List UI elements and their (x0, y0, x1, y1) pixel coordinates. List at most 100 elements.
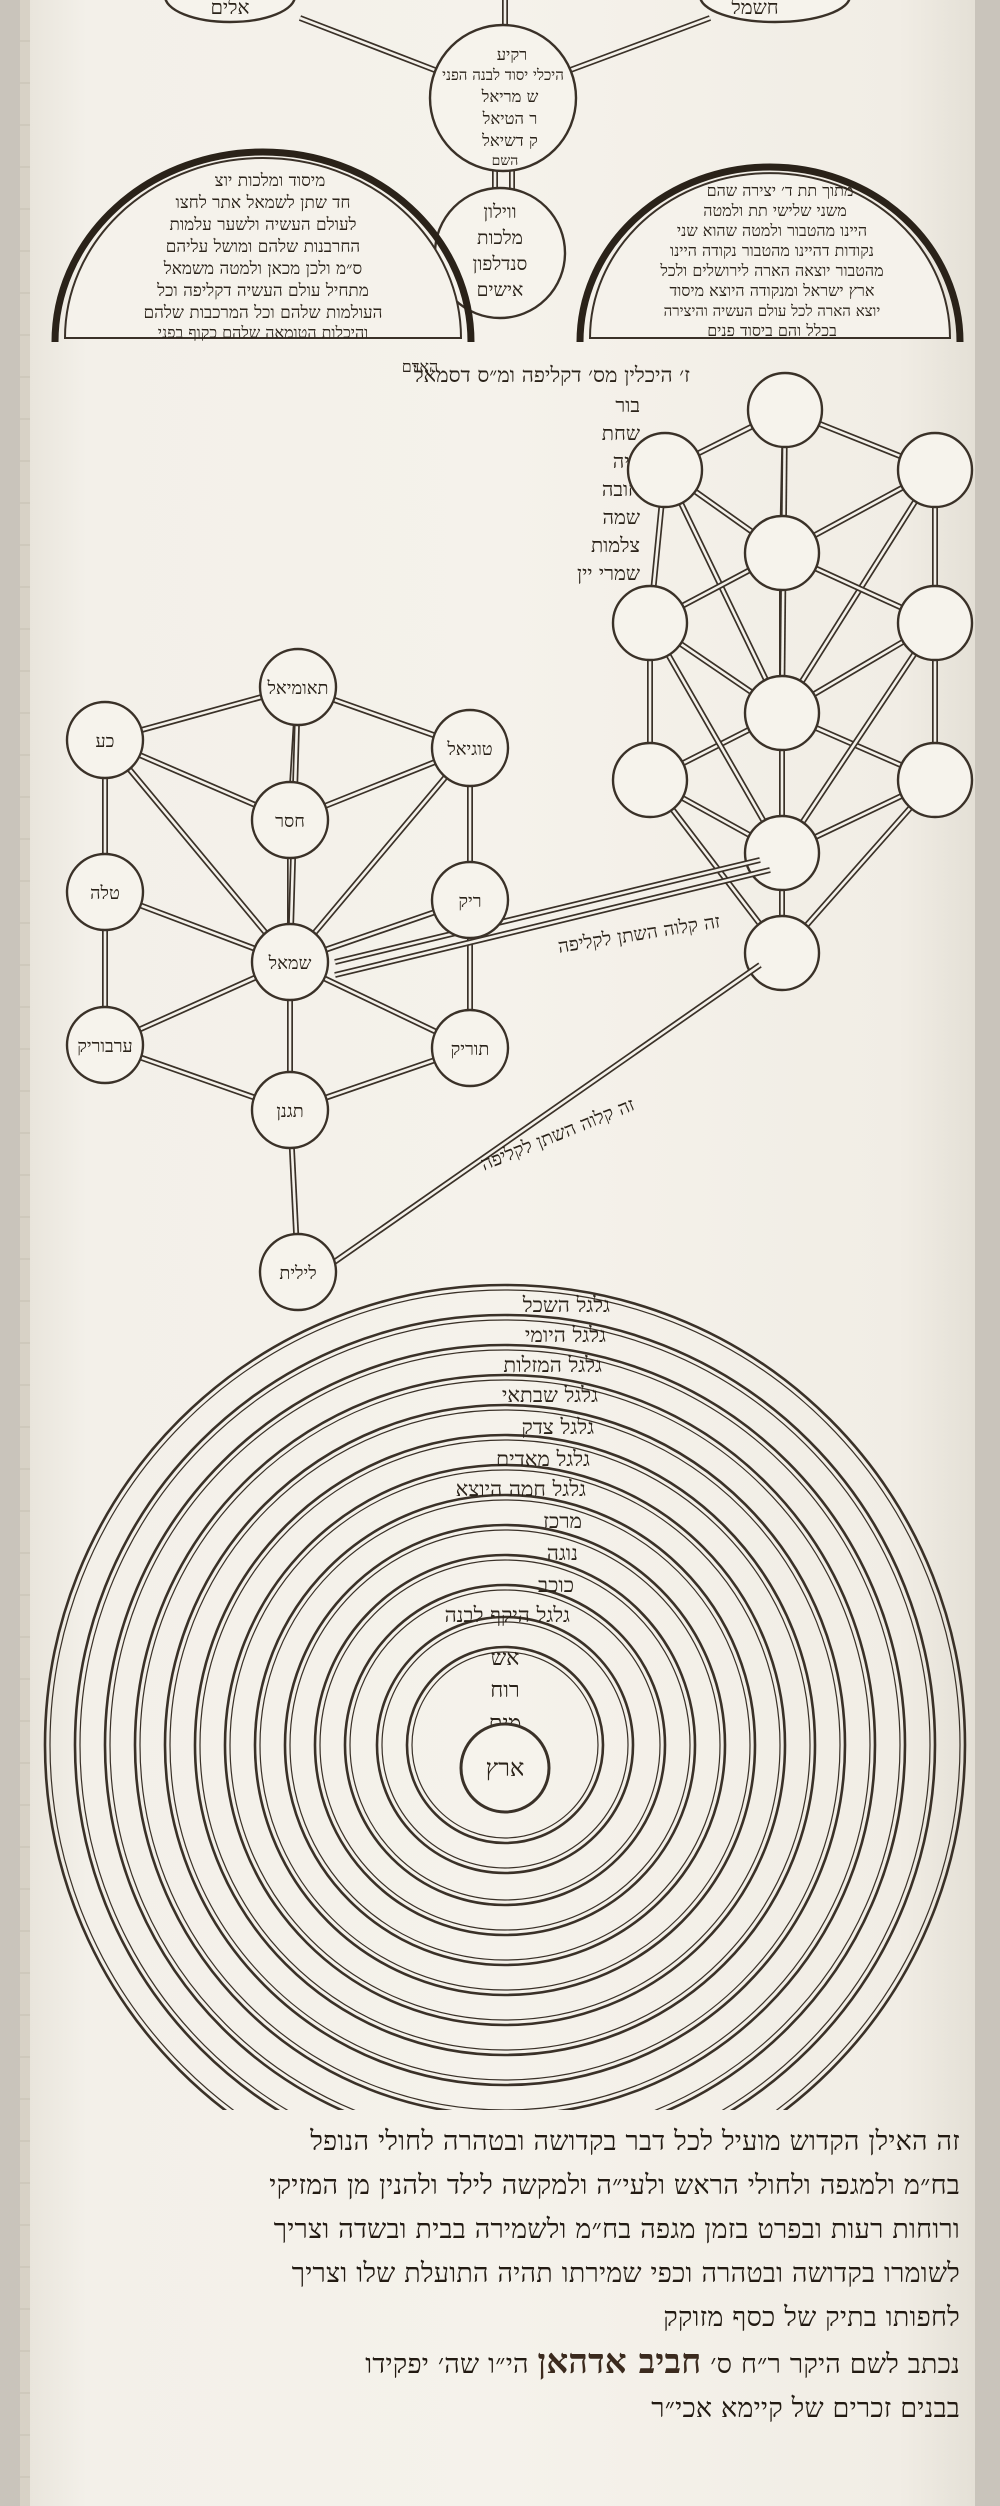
left-dome-line-9: האדם (402, 357, 438, 376)
cross-link-upper-b-inner (334, 868, 771, 977)
sphere-ring-inner-3 (109, 1349, 901, 2110)
footer-line-3: ורוחות רעות ובפרט בזמן מגפה בח״מ ולשמירה… (273, 2214, 960, 2245)
right-tree-path-22-inner (780, 622, 937, 854)
sphere-ring-inner-7 (229, 1469, 781, 2021)
sphere-ring-6 (193, 1433, 817, 2057)
node-partial-left (164, 0, 296, 24)
right-tree-node-7 (743, 674, 821, 752)
left-tree-label-4: חסר (275, 811, 305, 832)
heichalot-list: ז׳ היכלין מס׳ דקליפה ומ״ס דסמאל בור שחת … (413, 363, 690, 585)
left-tree-label-7: שמאל (268, 953, 312, 974)
left-dome-line-5: ס״מ ולכן מכאן ולמטה משמאל (163, 259, 362, 279)
sphere-ring-inner-2 (79, 1319, 931, 2110)
sphere-ring-4 (133, 1373, 877, 2110)
sphere-label-3: גלגל המזלות (503, 1353, 602, 1377)
center-line-2: היכלי יסוד לבנה הפני (442, 66, 564, 84)
right-tree-path-21-inner (648, 622, 784, 854)
sphere-label-2: גלגל היומי (525, 1323, 606, 1347)
left-tree-label-6: ריק (458, 891, 481, 912)
footer-line-4: לשומרו בקדושה ובטהרה וכפי שמירתו תהיה הת… (291, 2258, 960, 2289)
sphere-ring-3 (103, 1343, 907, 2110)
sphere-ring-10 (313, 1553, 697, 1937)
right-dome-line-8: בכלל והם ביסוד פנים (707, 321, 837, 340)
sphere-ring-inner-4 (139, 1379, 871, 2110)
sphere-ring-8 (253, 1493, 757, 1997)
cross-link-upper-a-inner (334, 858, 761, 964)
center-line-6: השם (492, 153, 519, 169)
lower-line-2: מלכות (477, 227, 523, 249)
left-tree-path-9-inner (289, 747, 471, 963)
left-dome-line-8: והיכלות הטומאה שלהם כקוף בפני (158, 323, 369, 342)
sphere-ring-inner-1 (49, 1289, 961, 2110)
sphere-ring-inner-10 (319, 1559, 691, 1931)
right-tree-node-1 (746, 371, 824, 449)
center-line-3: ש מריאל (481, 87, 539, 106)
right-tree-node-9 (896, 741, 974, 819)
sphere-ring-inner-8 (259, 1499, 751, 1991)
left-dome-text: מיסוד ומלכות יוצ חד שתן לשמאל אתר לחצו ל… (144, 171, 439, 376)
dedication-start: נכתב לשם היקר ר״ח ס׳ (710, 2349, 960, 2380)
left-tree-node-7 (250, 922, 330, 1002)
left-tree-label-1: תאומיאל (267, 678, 329, 699)
lower-line-4: אישים (477, 279, 524, 301)
right-dome-line-1: מתוך תת ד׳ יצירה שהם (707, 181, 854, 200)
sphere-ring-inner-12 (381, 1621, 629, 1869)
element-label-1: אש (491, 1646, 520, 1671)
sphere-ring-inner-5 (169, 1409, 841, 2081)
sphere-label-6: גלגל מאדים (496, 1447, 590, 1471)
node-partial-right-label: חשמל (730, 0, 778, 19)
left-tree-node-11 (258, 1232, 338, 1312)
left-tree-node-8 (65, 1005, 145, 1085)
lower-circle-text: ווילון מלכות סנדלפון אישים (473, 201, 528, 301)
right-tree-node-6 (896, 584, 974, 662)
dedication-end: הי״ו שה׳ יפקידו (365, 2349, 529, 2380)
heichal-5: שמה (602, 505, 640, 529)
left-tree-label-10: תגנן (276, 1101, 303, 1122)
earth-circle (459, 1722, 551, 1814)
left-tree-node-6 (430, 860, 510, 940)
left-tree-node-5 (65, 852, 145, 932)
left-tree-label-8: ערבוריק (77, 1036, 133, 1057)
node-partial-right (699, 0, 851, 24)
center-line-5: ק דשיאל (481, 131, 538, 150)
center-line-1: רקיע (497, 45, 528, 64)
center-circle-rakia (428, 23, 578, 173)
footer-line-5: לחפותו בתיק של כסף מזוקק (663, 2302, 960, 2333)
sphere-ring-13 (405, 1645, 605, 1845)
cross-link-lower-inner (329, 963, 761, 1267)
left-tree-label-9: תוריק (451, 1039, 490, 1060)
right-dome-line-4: נקודות דהיינו מהטבור נקודה היינו (670, 241, 874, 260)
center-circle-text: רקיע היכלי יסוד לבנה הפני ש מריאל ר הטיא… (442, 45, 564, 169)
sphere-label-8: מרכז (543, 1509, 582, 1533)
footer-dedication: נכתב לשם היקר ר״ח ס׳ חביב אדהאן הי״ו שה׳… (60, 2340, 960, 2387)
footer-line-1: זה האילן הקדוש מועיל לכל דבר בקדושה ובטה… (310, 2126, 960, 2157)
lower-line-1: ווילון (483, 201, 516, 223)
sphere-ring-5 (163, 1403, 847, 2087)
footer-last-line: בבנים זכרים של קיימא אכי״ר (651, 2393, 960, 2424)
left-tree-node-1 (258, 647, 338, 727)
sphere-ring-12 (375, 1615, 635, 1875)
sphere-ring-inner-11 (349, 1589, 661, 1901)
sphere-ring-2 (73, 1313, 937, 2110)
sphere-label-9: נוגה (547, 1541, 578, 1565)
sphere-label-5: גלגל צדק (521, 1415, 594, 1439)
node-partial-left-label: אלים (210, 0, 249, 19)
left-dome-line-1: מיסוד ומלכות יוצ (215, 171, 326, 191)
left-tree-label-5: טלה (90, 883, 120, 904)
heichal-2: שחת (602, 421, 640, 445)
right-tree-path-9-inner (780, 469, 937, 714)
right-tree-node-3 (896, 431, 974, 509)
right-tree-node-2 (626, 431, 704, 509)
top-diagram: אלים חשמל רקיע היכלי יסוד לבנה הפני ש מר… (51, 0, 964, 376)
right-tree-node-8 (611, 741, 689, 819)
sphere-label-10: כוכב (538, 1573, 574, 1597)
sphere-ring-9 (283, 1523, 727, 1967)
lower-line-3: סנדלפון (473, 253, 528, 275)
sphere-label-1: גלגל השכל (522, 1293, 610, 1317)
left-tree-node-10 (250, 1070, 330, 1150)
heichal-6: צלמות (591, 533, 640, 557)
right-tree-node-10 (743, 814, 821, 892)
right-tree (611, 371, 974, 992)
sphere-label-4: גלגל שבתאי (502, 1383, 598, 1407)
